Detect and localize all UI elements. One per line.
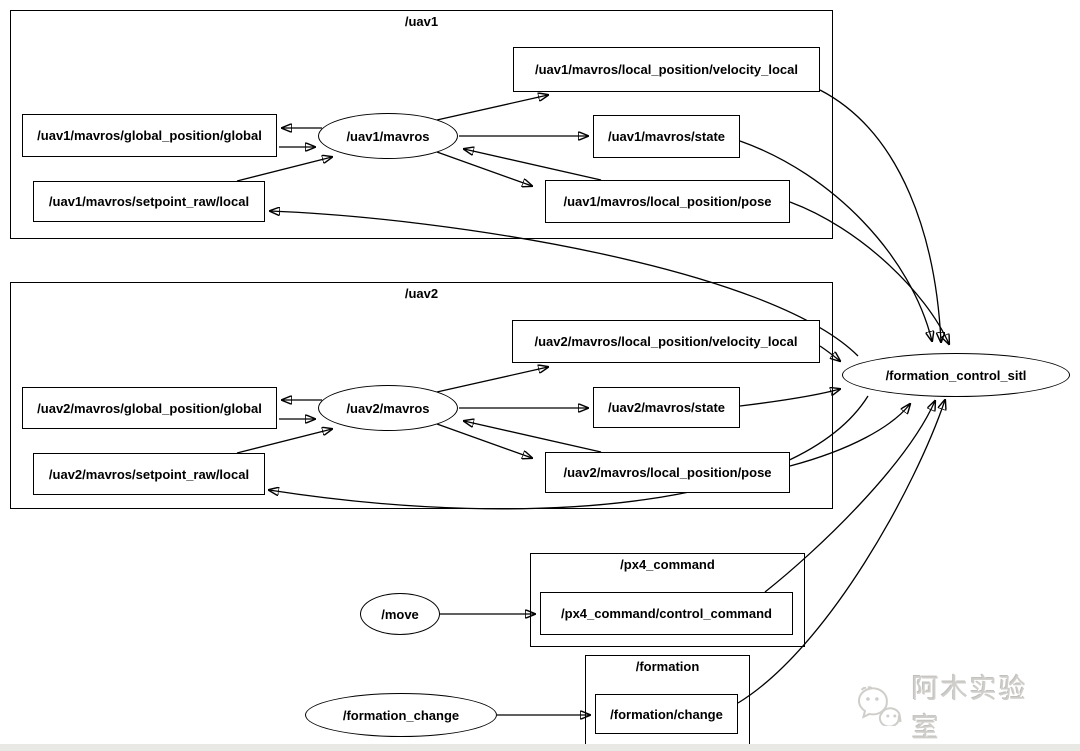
node-px4-control-command: /px4_command/control_command [540,592,793,635]
node-uav1-velocity-local: /uav1/mavros/local_position/velocity_loc… [513,47,820,92]
node-move: /move [360,593,440,635]
node-uav1-pose: /uav1/mavros/local_position/pose [545,180,790,223]
edge-uav2-state-to-formation-control [739,389,840,407]
watermark: 阿木实验室 [856,674,1056,743]
edge-uav2-mavros-to-pose [436,423,532,458]
edge-uav2-mavros-to-velocity [427,367,548,395]
edge-uav1-pose-to-formation-control [789,201,949,344]
node-formation-change-topic: /formation/change [595,694,738,734]
edge-uav2-pose-to-formation-control [789,404,910,467]
cluster-px4-command-label: /px4_command [620,557,715,572]
edge-uav1-state-to-formation-control [739,140,932,341]
node-uav1-setpoint-raw: /uav1/mavros/setpoint_raw/local [33,181,265,222]
cluster-uav1-label: /uav1 [404,14,439,29]
node-uav1-mavros: /uav1/mavros [318,113,458,159]
node-uav1-state: /uav1/mavros/state [593,115,740,158]
edge-uav2-pose-to-mavros [464,421,602,453]
node-uav2-state: /uav2/mavros/state [593,387,740,428]
edge-uav1-pose-to-mavros [464,149,602,181]
cluster-formation-label: /formation [635,659,700,674]
edge-uav1-mavros-to-pose [436,151,532,186]
edge-uav1-mavros-to-velocity [427,95,548,123]
edge-uav2-velocity-to-formation-control [819,345,840,361]
edge-uav2-setpoint-to-mavros [236,429,332,454]
edge-uav1-velocity-to-formation-control [819,89,941,342]
wechat-bubbles-icon [858,686,902,726]
node-uav2-pose: /uav2/mavros/local_position/pose [545,452,790,493]
node-uav2-velocity-local: /uav2/mavros/local_position/velocity_loc… [512,320,820,363]
cluster-uav1: /uav1 [10,10,833,239]
edge-control-command-to-formation-control [764,401,935,593]
node-uav2-global-position: /uav2/mavros/global_position/global [22,387,277,429]
edge-change-topic-to-formation-control [737,400,945,704]
node-uav2-setpoint-raw: /uav2/mavros/setpoint_raw/local [33,453,265,495]
cluster-uav2-label: /uav2 [404,286,439,301]
node-uav2-mavros: /uav2/mavros [318,385,458,431]
cluster-px4-command: /px4_command [530,553,805,647]
edge-uav1-setpoint-to-mavros [236,157,332,182]
node-formation-change: /formation_change [305,693,497,737]
node-formation-control-sitl: /formation_control_sitl [842,353,1070,397]
node-uav1-global-position: /uav1/mavros/global_position/global [22,114,277,157]
edge-formation-control-to-uav2-setpoint [269,395,869,510]
horizontal-scrollbar-track[interactable] [0,744,1080,751]
watermark-text: 阿木实验室 [911,674,1028,743]
